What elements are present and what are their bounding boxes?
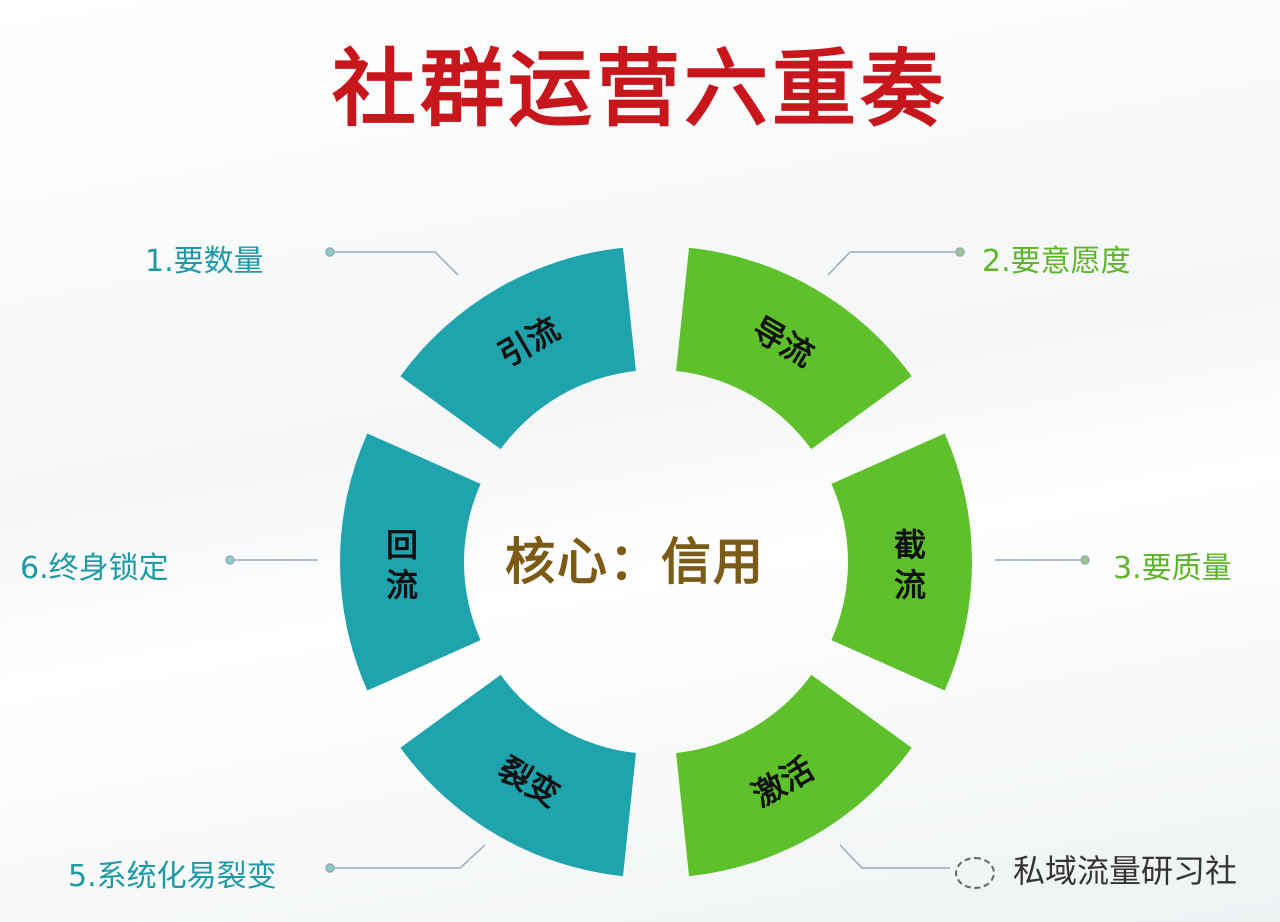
wechat-icon [955, 857, 995, 889]
connector-dot-3 [1080, 555, 1090, 565]
connector-4 [839, 844, 950, 869]
segment-引流 [400, 247, 636, 450]
page-title: 社群运营六重奏 [331, 40, 948, 138]
connector-2 [827, 251, 960, 276]
connector-5 [330, 844, 486, 869]
note-5: 5.系统化易裂变 [68, 859, 277, 894]
segment-label: 回流 [386, 526, 418, 604]
segment-激活 [676, 674, 912, 877]
note-6: 6.终身锁定 [20, 551, 169, 586]
segment-label: 截流 [894, 526, 926, 604]
segment-裂变 [400, 674, 636, 877]
connector-dot-2 [955, 247, 965, 257]
connector-dot-5 [325, 863, 335, 873]
note-1: 1.要数量 [145, 244, 264, 279]
watermark-text: 私域流量研习社 [1013, 852, 1238, 890]
segment-导流 [676, 247, 912, 450]
segment-截流 [831, 433, 972, 691]
connector-1 [330, 251, 459, 276]
connector-dot-1 [325, 247, 335, 257]
note-3: 3.要质量 [1113, 551, 1232, 586]
segment-回流 [340, 433, 481, 691]
center-core-text: 核心：信用 [505, 533, 765, 591]
watermark: 私域流量研习社 [955, 846, 1237, 892]
connector-dot-6 [225, 555, 235, 565]
note-2: 2.要意愿度 [982, 244, 1131, 279]
